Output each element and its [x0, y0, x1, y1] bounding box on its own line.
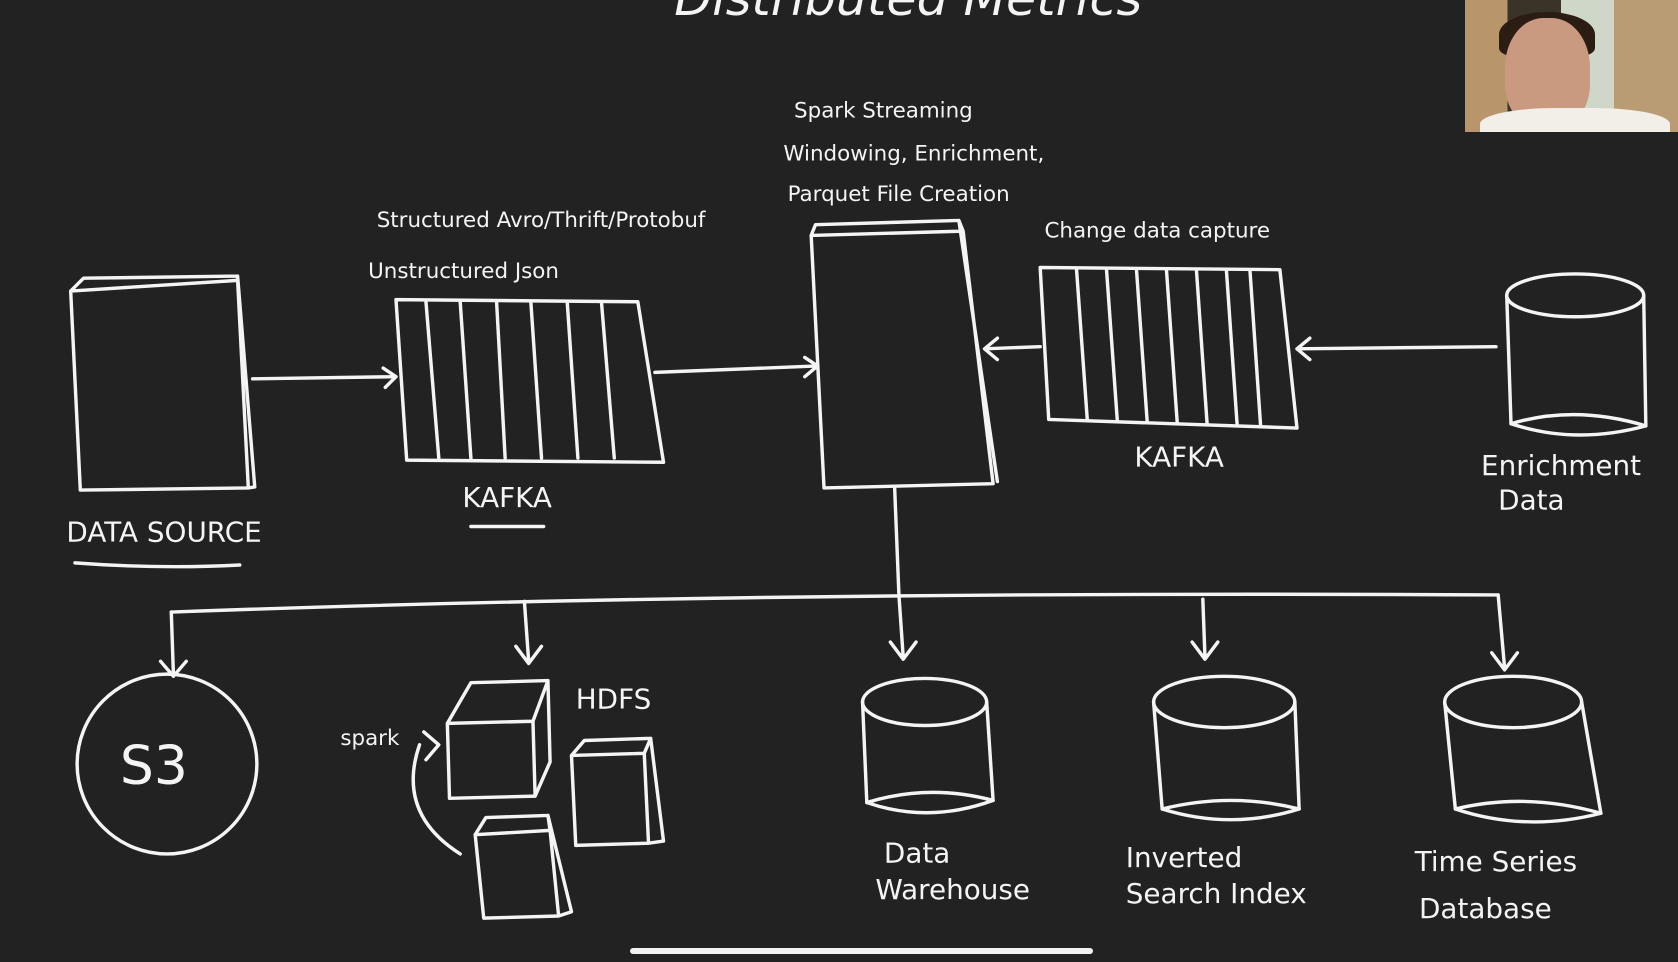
- warehouse-label-1: Data: [884, 836, 950, 869]
- data-warehouse-cylinder: [860, 676, 995, 815]
- arrow-enrichment-to-cdc: [1295, 336, 1498, 362]
- search-label-1: Inverted: [1126, 841, 1243, 874]
- arrow-kafka-to-spark: [653, 355, 820, 379]
- spark-note-1: Spark Streaming: [794, 99, 973, 124]
- enrichment-label-1: Enrichment: [1481, 449, 1641, 482]
- data-source-box: [68, 274, 257, 492]
- search-label-2: Search Index: [1126, 877, 1307, 910]
- spark-job-note: spark: [340, 726, 400, 751]
- warehouse-label-2: Warehouse: [875, 873, 1030, 906]
- spark-note-2: Windowing, Enrichment,: [783, 142, 1044, 167]
- home-indicator-bar[interactable]: [630, 948, 1093, 954]
- spark-note-3: Parquet File Creation: [788, 182, 1010, 207]
- arrow-cdc-to-spark: [982, 336, 1042, 362]
- enrichment-label-2: Data: [1498, 483, 1564, 516]
- kafka-cdc-label: KAFKA: [1134, 441, 1224, 474]
- hdfs-cubes: [411, 678, 666, 920]
- fanout-arrows: [158, 486, 1520, 679]
- diagram-title: Distributed Metrics: [674, 0, 1142, 27]
- tsdb-label-2: Database: [1419, 892, 1552, 925]
- hdfs-label: HDFS: [576, 682, 652, 715]
- kafka-topic-input: [394, 297, 666, 464]
- kafka-format-note-1: Structured Avro/Thrift/Protobuf: [377, 208, 706, 233]
- kafka-input-label: KAFKA: [462, 481, 552, 514]
- cdc-note: Change data capture: [1044, 219, 1270, 244]
- data-source-underline: [73, 561, 242, 569]
- arrow-source-to-kafka: [250, 366, 398, 390]
- spark-streaming-box: [809, 218, 1000, 490]
- search-index-cylinder: [1151, 674, 1301, 822]
- kafka-topic-cdc: [1038, 265, 1299, 430]
- s3-bucket-circle: [75, 672, 259, 856]
- tsdb-label-1: Time Series: [1414, 845, 1577, 878]
- enrichment-data-cylinder: [1505, 272, 1648, 437]
- presenter-video-thumbnail: [1465, 0, 1678, 132]
- s3-label: S3: [120, 733, 188, 796]
- kafka-format-note-2: Unstructured Json: [368, 259, 559, 284]
- data-source-label: DATA SOURCE: [66, 515, 261, 548]
- time-series-db-cylinder: [1442, 674, 1603, 824]
